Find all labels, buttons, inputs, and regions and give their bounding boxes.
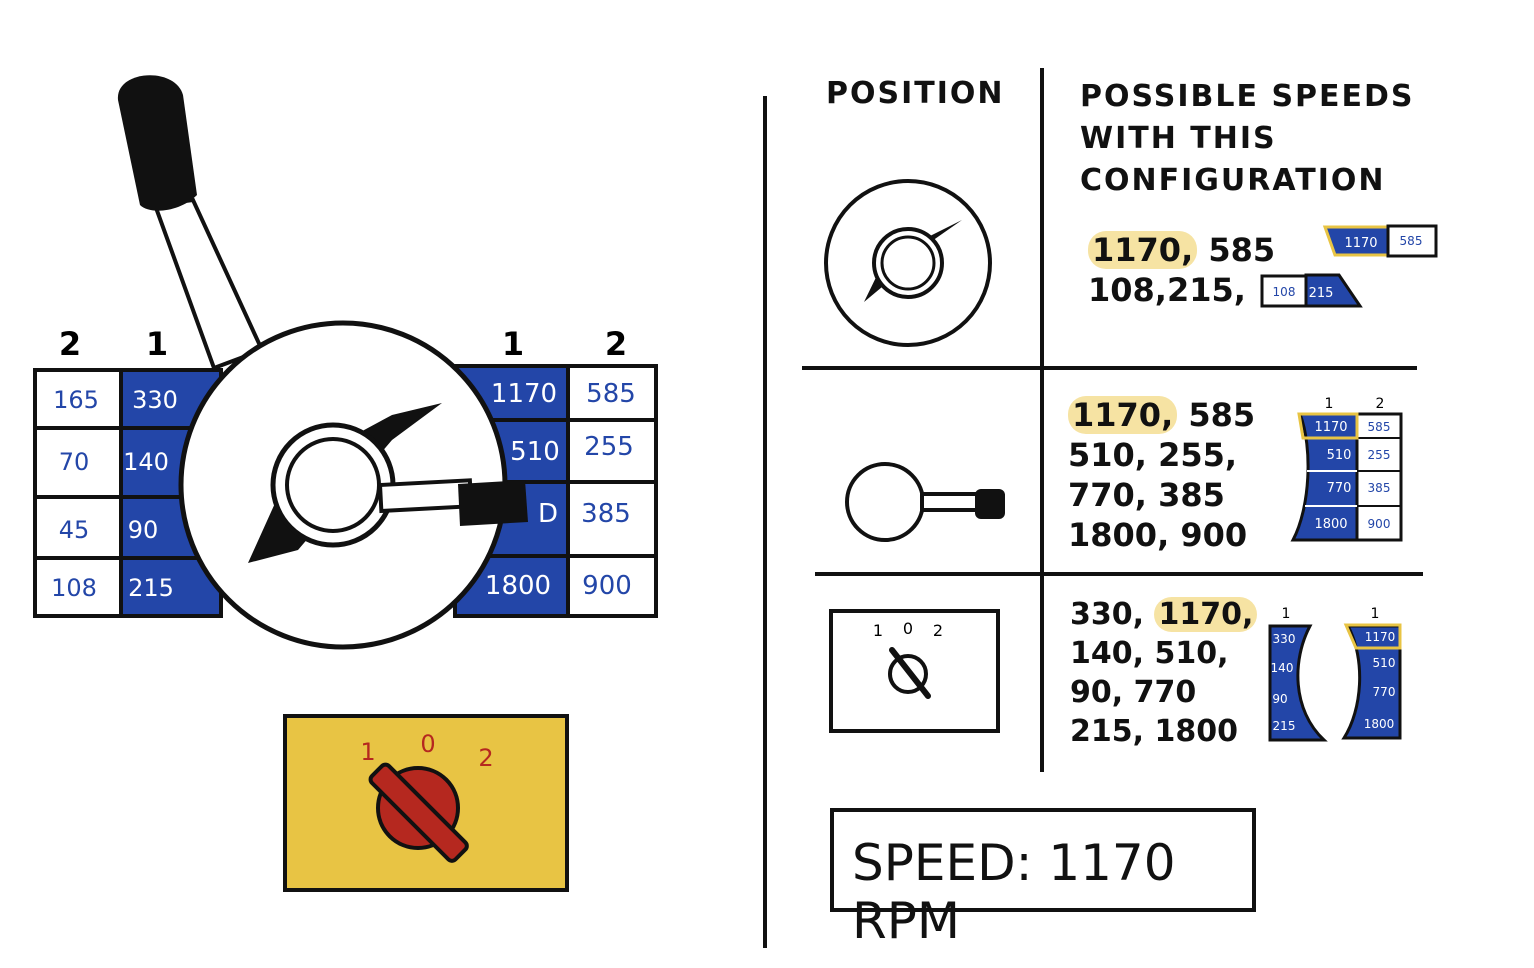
mini-cell: 510 xyxy=(1327,448,1352,463)
mini-cell: 140 xyxy=(1271,661,1294,675)
switch-label-2: 2 xyxy=(478,744,493,772)
mini-cell: 215 xyxy=(1273,719,1296,733)
right-cell: 255 xyxy=(584,432,634,462)
speed-text: 770, 385 xyxy=(1068,476,1225,514)
mini-cell: 1800 xyxy=(1314,517,1347,532)
mini-col-label: 1 xyxy=(1325,396,1334,412)
mini-cell: 385 xyxy=(1368,481,1391,495)
table-column-divider xyxy=(1040,68,1044,772)
right-cell: 585 xyxy=(586,379,636,409)
speed-highlighted: 1170, xyxy=(1154,597,1258,632)
mini-cell: 90 xyxy=(1272,692,1287,706)
lever-panel: 2 1 1 2 165 330 70 140 45 90 108 215 xyxy=(33,75,658,892)
left-cell: 90 xyxy=(128,516,159,544)
header-possible-speeds: POSSIBLE SPEEDS WITH THIS CONFIGURATION xyxy=(1080,79,1415,198)
speed-text: 510, 255, xyxy=(1068,436,1238,474)
right-cell: 510 xyxy=(510,437,560,467)
mini-grid-row-2: 1 2 1170 585 510 255 770 385 1800 900 xyxy=(1290,396,1403,542)
mini-cell: 1800 xyxy=(1364,717,1395,731)
right-group-label-2: 2 xyxy=(605,325,627,363)
mini-cell: 900 xyxy=(1368,517,1391,531)
lever-dial[interactable] xyxy=(178,320,528,650)
left-group-label-1: 1 xyxy=(146,325,168,363)
right-cell: 1800 xyxy=(485,571,551,601)
speed-highlighted: 1170, xyxy=(1068,396,1178,434)
speed-text: 1800, 900 xyxy=(1068,516,1248,554)
left-speed-table: 165 330 70 140 45 90 108 215 xyxy=(33,368,223,618)
position-icon-switch: 1 0 2 xyxy=(829,609,1000,733)
speed-display: SPEED: 1170 RPM xyxy=(830,808,1256,950)
speed-text: 215, 1800 xyxy=(1070,714,1238,749)
left-cell: 165 xyxy=(53,386,99,414)
left-cell: 215 xyxy=(128,574,174,602)
mini-cell: 770 xyxy=(1373,685,1396,699)
right-cell: D xyxy=(538,499,558,529)
mini-cell: 585 xyxy=(1368,420,1391,434)
speed-text: 108,215, xyxy=(1088,271,1246,309)
header-position: POSITION xyxy=(826,76,1005,111)
mini-col-label: 2 xyxy=(1376,396,1385,412)
speed-highlighted: 1170, xyxy=(1088,231,1198,269)
left-group-label-2: 2 xyxy=(59,325,81,363)
mini-cell: 108 xyxy=(1273,285,1296,299)
mini-cell: 1170 xyxy=(1344,236,1377,251)
position-icon-lever-side xyxy=(845,462,1005,542)
left-cell: 140 xyxy=(123,448,169,476)
left-cell: 330 xyxy=(132,386,178,414)
mini-cell: 510 xyxy=(1373,656,1396,670)
left-cell: 70 xyxy=(59,448,90,476)
speeds-row-2: 1170, 585 510, 255, 770, 385 1800, 900 xyxy=(1068,395,1255,555)
speeds-row-3: 330, 1170, 140, 510, 90, 770 215, 1800 xyxy=(1070,595,1258,751)
speed-text: 585 xyxy=(1197,231,1276,269)
mini-tables-row-1: 1170 585 108 215 xyxy=(1260,224,1438,308)
speed-text: 90, 770 xyxy=(1070,675,1197,710)
switch-label-0: 0 xyxy=(420,730,435,758)
mini-switch-label: 1 xyxy=(873,621,883,640)
mini-cell: 330 xyxy=(1273,632,1296,646)
right-cell: 1170 xyxy=(491,379,557,409)
mini-switch-label: 2 xyxy=(933,621,943,640)
right-cell: 385 xyxy=(581,499,631,529)
selector-switch[interactable]: 1 0 2 xyxy=(283,714,569,892)
panel-divider xyxy=(763,96,767,948)
mini-columns-row-3: 1 1 330 140 90 215 1170 510 770 1800 xyxy=(1268,606,1402,742)
mini-col-label: 1 xyxy=(1371,606,1380,622)
mini-cell: 215 xyxy=(1309,286,1334,301)
right-group-label-1: 1 xyxy=(502,325,524,363)
left-cell: 45 xyxy=(59,516,90,544)
mini-cell: 255 xyxy=(1368,448,1391,462)
speeds-row-1: 1170, 585 108,215, xyxy=(1088,230,1275,310)
mini-cell: 770 xyxy=(1327,481,1352,496)
switch-label-1: 1 xyxy=(360,738,375,766)
mini-cell: 1170 xyxy=(1314,420,1347,435)
right-cell: 900 xyxy=(582,571,632,601)
position-icon-dial-up xyxy=(824,179,992,347)
speed-text: 330, xyxy=(1070,597,1155,632)
mini-switch-label: 0 xyxy=(903,619,913,638)
mini-col-label: 1 xyxy=(1282,606,1291,622)
lever-handle-upper[interactable] xyxy=(117,75,265,371)
speed-text: 585 xyxy=(1177,396,1256,434)
left-cell: 108 xyxy=(51,574,97,602)
table-row-divider xyxy=(815,572,1423,576)
speed-text: 140, 510, xyxy=(1070,636,1229,671)
speed-display-text: SPEED: 1170 RPM xyxy=(852,834,1176,950)
mini-cell: 585 xyxy=(1400,234,1423,248)
mini-cell: 1170 xyxy=(1365,630,1396,644)
table-row-divider xyxy=(802,366,1417,370)
